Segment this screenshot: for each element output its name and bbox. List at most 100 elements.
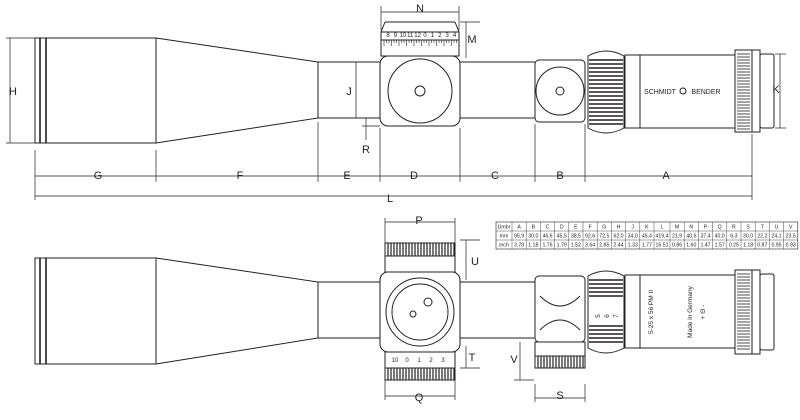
turret-number: 0 — [423, 33, 427, 39]
table-cell: 30,0 — [528, 233, 538, 239]
table-header-cell: P — [704, 224, 708, 230]
table-header-cell: Q — [718, 224, 722, 230]
table-cell: 0.25 — [729, 242, 739, 248]
turret-number: 2 — [438, 33, 442, 39]
turret-number: 3 — [441, 358, 445, 364]
main-tube — [318, 61, 380, 119]
turret-number: 9 — [394, 33, 398, 39]
table-cell: 21,9 — [672, 233, 682, 239]
table-header-cell: F — [589, 224, 592, 230]
table-header-cell: K — [645, 224, 649, 230]
table-cell: 92,6 — [585, 233, 595, 239]
diopter-ring-bottom — [734, 269, 753, 355]
table-header-cell: U — [775, 224, 779, 230]
parallax-knurl — [534, 355, 586, 369]
table-header-cell: G — [602, 224, 606, 230]
dim-label-m: M — [467, 34, 476, 46]
table-header-cell: E — [574, 224, 578, 230]
dim-label-j: J — [346, 86, 352, 98]
table-cell: 0.87 — [757, 242, 767, 248]
table-cell: 0.86 — [672, 242, 682, 248]
model-text: 5-25 x 56 PM II — [648, 290, 655, 334]
table-cell: 3.64 — [585, 242, 595, 248]
dim-label-h: H — [9, 86, 17, 98]
table-header-cell: A — [517, 224, 521, 230]
table-cell: 38,5 — [571, 233, 581, 239]
table-cell: 1.79 — [557, 242, 567, 248]
table-header-cell: R — [732, 224, 736, 230]
eyepiece-body-bottom — [624, 274, 736, 349]
table-cell: 0.95 — [771, 242, 781, 248]
table-cell: 2.44 — [613, 242, 623, 248]
elevation-turret — [380, 31, 460, 57]
table-cell: 1.47 — [700, 242, 710, 248]
mag-number: 5 — [595, 314, 602, 318]
dim-label-d: D — [410, 170, 418, 182]
turret-number: 12 — [414, 33, 421, 39]
turret-number: 0 — [405, 358, 409, 364]
elevation-turret-knurl — [384, 367, 456, 381]
table-cell: 40,6 — [686, 233, 696, 239]
table-header-cell: H — [617, 224, 621, 230]
dim-label-r: R — [362, 144, 370, 156]
turret-number: 1 — [431, 33, 435, 39]
dim-label-v: V — [510, 354, 518, 366]
table-cell: 1.76 — [542, 242, 552, 248]
table-cell: 1.52 — [571, 242, 581, 248]
table-header-cell: M — [675, 224, 679, 230]
turret-number: 2 — [429, 358, 433, 364]
table-cell: 72,5 — [599, 233, 609, 239]
objective-bell — [34, 37, 319, 144]
objective-bell-bottom — [34, 257, 319, 365]
table-cell: 95,9 — [514, 233, 524, 239]
table-cell: 1.33 — [628, 242, 638, 248]
table-cell: 24,1 — [771, 233, 781, 239]
table-header-cell: V — [789, 224, 793, 230]
dim-label-a: A — [662, 170, 670, 182]
table-cell: 23,5 — [786, 233, 796, 239]
table-cell: 1.18 — [743, 242, 753, 248]
dim-label-s: S — [556, 390, 563, 402]
brand-logo-text-2: BENDER — [691, 89, 720, 96]
table-header-cell: T — [761, 224, 765, 230]
mag-number: 6 — [604, 314, 611, 318]
table-cell: 419,4 — [656, 233, 669, 239]
dim-label-g: G — [94, 170, 103, 182]
table-cell: mm — [500, 233, 509, 239]
saddle-dial-bottom — [385, 277, 455, 347]
table-cell: 16.51 — [656, 242, 669, 248]
diopter-ring — [734, 49, 753, 133]
parallax-dial — [535, 66, 585, 116]
table-header-cell: B — [532, 224, 536, 230]
turret-number: 10 — [399, 33, 406, 39]
table-cell: 40,0 — [715, 233, 725, 239]
turret-number: 11 — [407, 33, 414, 39]
brand-logo-icon — [679, 87, 687, 95]
table-cell: 1.57 — [715, 242, 725, 248]
dim-label-c: C — [491, 170, 499, 182]
dim-label-b: B — [556, 170, 563, 182]
table-cell: 37,4 — [700, 233, 710, 239]
table-cell: 2.85 — [599, 242, 609, 248]
dim-label-u: U — [471, 256, 479, 268]
dim-label-l: L — [387, 193, 393, 205]
dim-label-f: F — [237, 170, 244, 182]
table-cell: 6,3 — [730, 233, 737, 239]
turret-scale-top — [383, 40, 457, 46]
dim-label-t: T — [469, 352, 476, 364]
table-cell: 1.18 — [528, 242, 538, 248]
turret-number: 3 — [446, 33, 450, 39]
mag-number: 7 — [613, 314, 620, 318]
parallax-housing — [534, 59, 586, 123]
table-cell: 3.78 — [514, 242, 524, 248]
turret-number: 8 — [386, 33, 390, 39]
turret-number: 10 — [392, 358, 399, 364]
table-header-cell: N — [689, 224, 693, 230]
table-cell: 46,6 — [542, 233, 552, 239]
